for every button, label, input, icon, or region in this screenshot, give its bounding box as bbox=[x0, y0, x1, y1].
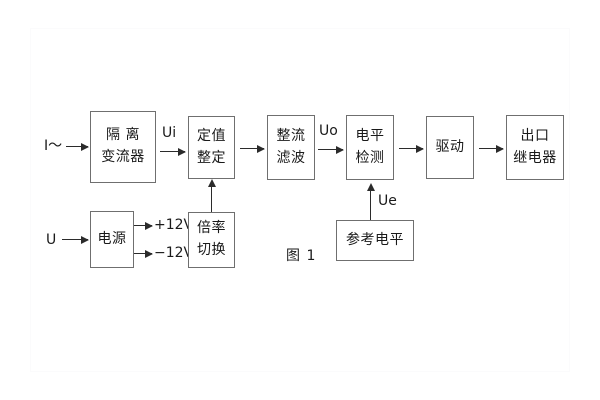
block-rectify-filter-line1: 整流 bbox=[276, 127, 306, 144]
rail-positive-label: +12V bbox=[154, 217, 194, 233]
block-level-detect-line2: 检测 bbox=[355, 149, 385, 166]
arrow-rail-positive bbox=[134, 221, 153, 230]
arrow-level-detect-to-drive bbox=[399, 144, 424, 153]
rail-negative-label: −12V bbox=[154, 245, 194, 261]
block-output-relay: 出口 继电器 bbox=[506, 115, 564, 180]
voltage-input-label: U bbox=[46, 232, 57, 248]
block-reference-level-line1: 参考电平 bbox=[346, 231, 404, 248]
arrow-rail-negative bbox=[134, 249, 153, 258]
block-output-relay-line2: 继电器 bbox=[513, 149, 557, 166]
block-ratio-switch-line2: 切换 bbox=[197, 242, 226, 258]
arrow-current-to-isolation bbox=[66, 142, 89, 151]
block-level-detect: 电平 检测 bbox=[346, 115, 394, 180]
block-drive: 驱动 bbox=[426, 116, 474, 179]
block-level-detect-line1: 电平 bbox=[355, 127, 385, 144]
signal-ui-label: Ui bbox=[162, 125, 177, 141]
arrow-voltage-to-power-supply bbox=[62, 235, 89, 244]
signal-uo-label: Uo bbox=[319, 123, 338, 139]
arrow-drive-to-output-relay bbox=[479, 144, 504, 153]
block-drive-line1: 驱动 bbox=[435, 138, 465, 155]
signal-ue-label: Ue bbox=[378, 193, 397, 209]
arrow-isolation-to-setting bbox=[160, 147, 186, 156]
block-setting-adjust-line2: 整定 bbox=[197, 149, 226, 166]
block-output-relay-line1: 出口 bbox=[520, 127, 550, 144]
arrow-rectify-to-level-detect bbox=[318, 145, 344, 154]
diagram-outer-frame bbox=[30, 28, 570, 372]
arrow-ratio-switch-to-setting bbox=[207, 179, 216, 212]
block-power-supply-line1: 电源 bbox=[97, 230, 127, 247]
block-reference-level: 参考电平 bbox=[336, 220, 414, 261]
block-ratio-switch-line1: 倍率 bbox=[197, 220, 226, 237]
block-rectify-filter: 整流 滤波 bbox=[267, 115, 315, 180]
block-setting-adjust: 定值 整定 bbox=[188, 116, 235, 179]
block-ratio-switch: 倍率 切换 bbox=[188, 212, 235, 268]
current-input-label: I～ bbox=[44, 138, 63, 154]
block-isolation-transformer-line2: 变流器 bbox=[101, 149, 145, 165]
block-power-supply: 电源 bbox=[90, 211, 134, 268]
block-setting-adjust-line1: 定值 bbox=[197, 127, 226, 144]
arrow-setting-to-rectify bbox=[240, 144, 265, 153]
block-isolation-transformer-line1: 隔 离 bbox=[106, 127, 140, 144]
arrow-reference-to-level-detect bbox=[366, 183, 375, 220]
figure-caption: 图 1 bbox=[286, 248, 317, 264]
block-isolation-transformer: 隔 离 变流器 bbox=[90, 111, 156, 183]
block-rectify-filter-line2: 滤波 bbox=[276, 149, 306, 166]
